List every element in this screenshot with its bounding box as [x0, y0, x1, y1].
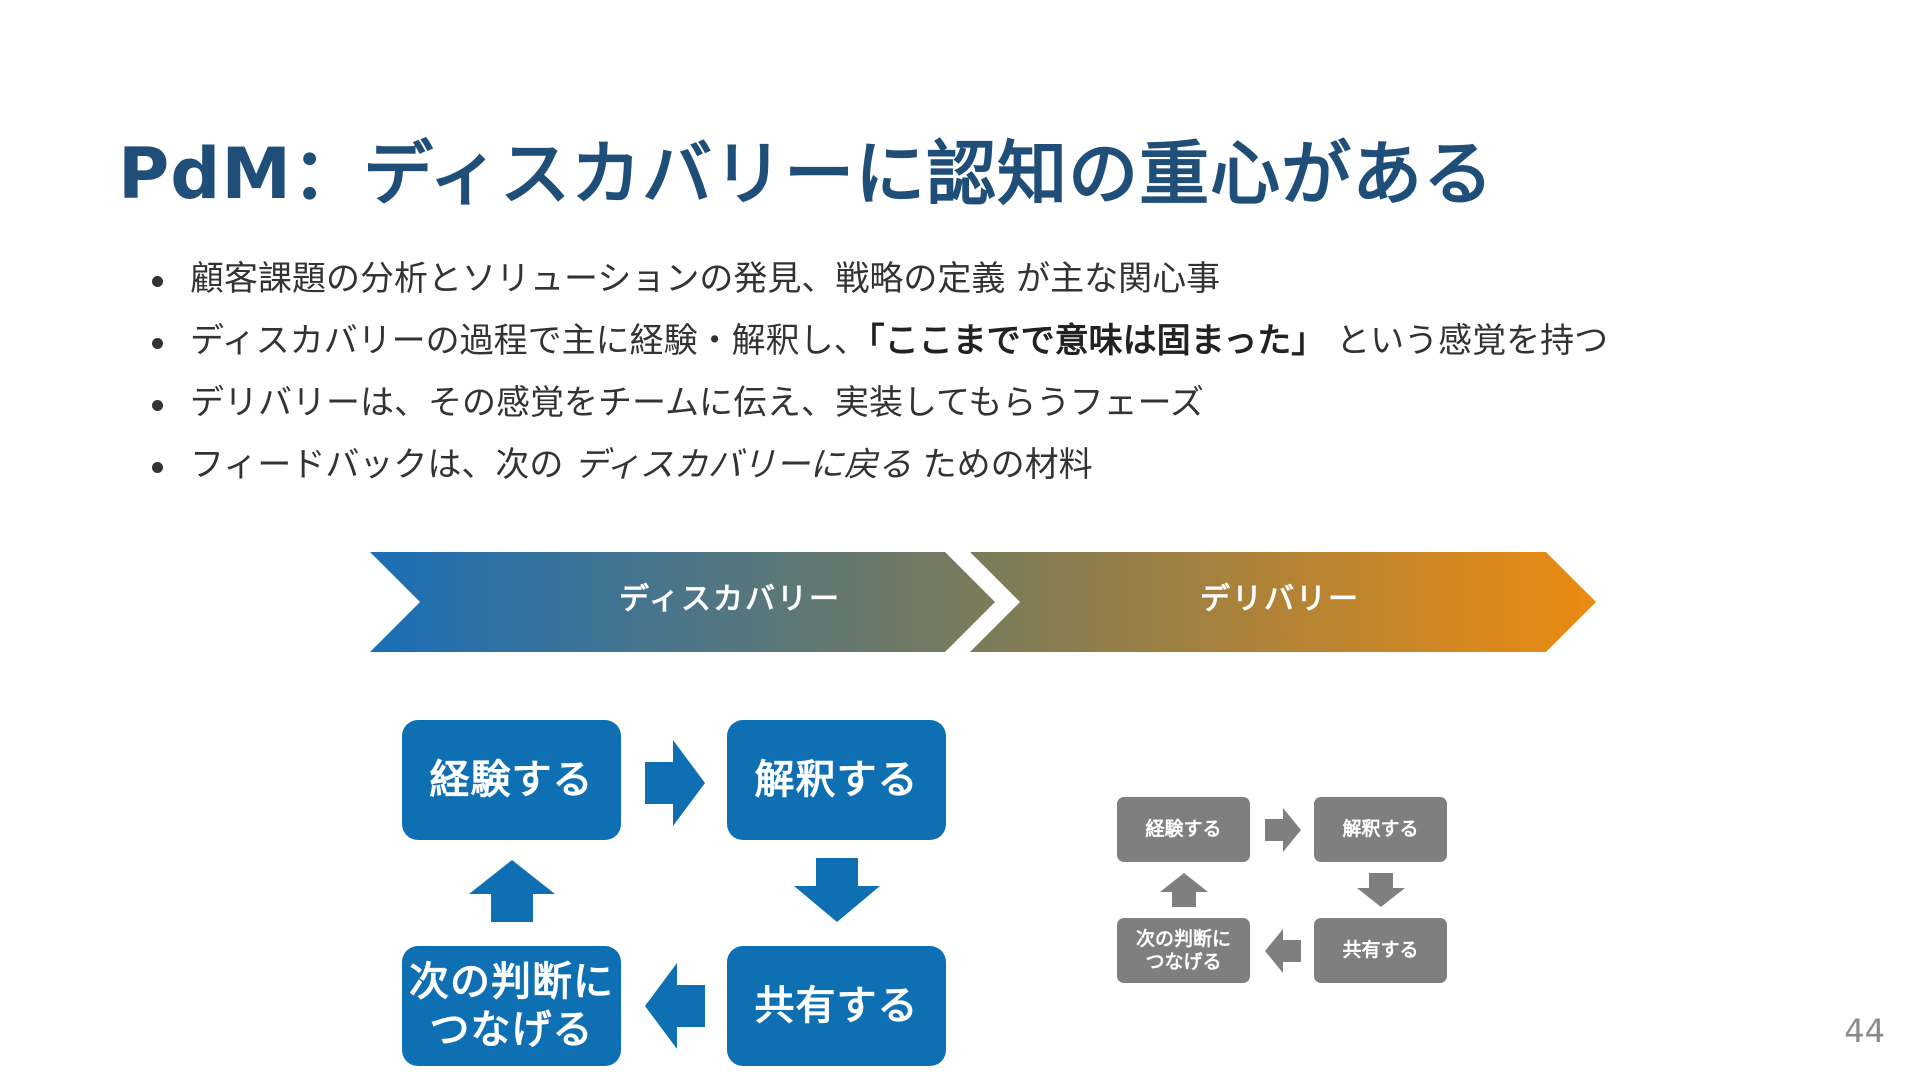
- small-arrow-up-icon: [1160, 873, 1208, 907]
- page-number: 44: [1844, 1012, 1885, 1050]
- bullet-list: 顧客課題の分析とソリューションの発見、戦略の定義 が主な関心事 ディスカバリーの…: [152, 252, 1608, 500]
- discovery-chevron: [370, 552, 995, 652]
- small-arrow-right-icon: [1265, 808, 1301, 852]
- bullet-text: ディスカバリーの過程で主に経験・解釈し、: [190, 321, 868, 361]
- cycle-step-share: 共有する: [727, 946, 946, 1066]
- small-arrow-down-icon: [1357, 873, 1405, 907]
- small-arrow-left-icon: [1265, 929, 1301, 973]
- bullet-text: デリバリーは、その感覚をチームに伝え、実装してもらうフェーズ: [190, 383, 1204, 423]
- bullet-emphasis: 「ここまでで意味は固まった」: [867, 321, 1326, 361]
- bullet-item: 顧客課題の分析とソリューションの発見、戦略の定義 が主な関心事: [152, 252, 1608, 314]
- bullet-item: フィードバックは、次の ディスカバリーに戻る ための材料: [152, 438, 1608, 500]
- bullet-italic: ディスカバリーに戻る: [574, 445, 912, 485]
- small-cycle-step-interpret: 解釈する: [1314, 797, 1447, 862]
- phase-chevron-banner: [370, 552, 1596, 652]
- arrow-right-icon: [645, 740, 705, 826]
- slide-title: PdM：ディスカバリーに認知の重心がある: [118, 133, 1495, 215]
- cycle-step-next-decision: 次の判断に つなげる: [402, 946, 621, 1066]
- delivery-chevron: [970, 552, 1596, 652]
- arrow-down-icon: [794, 858, 880, 922]
- small-cycle-step-experience: 経験する: [1117, 797, 1250, 862]
- bullet-item: ディスカバリーの過程で主に経験・解釈し、「ここまでで意味は固まった」 という感覚…: [152, 314, 1608, 376]
- bullet-text: ための材料: [911, 445, 1093, 485]
- discovery-phase-label: ディスカバリー: [619, 582, 841, 617]
- arrow-left-icon: [645, 963, 705, 1049]
- bullet-item: デリバリーは、その感覚をチームに伝え、実装してもらうフェーズ: [152, 376, 1608, 438]
- cycle-step-interpret: 解釈する: [727, 720, 946, 840]
- bullet-text: 顧客課題の分析とソリューションの発見、戦略の定義 が主な関心事: [190, 259, 1221, 299]
- bullet-text: という感覚を持つ: [1325, 321, 1609, 361]
- bullet-text: フィードバックは、次の: [190, 445, 575, 485]
- delivery-phase-label: デリバリー: [1200, 582, 1360, 617]
- arrow-up-icon: [469, 860, 555, 922]
- small-cycle-step-next-decision: 次の判断に つなげる: [1117, 918, 1250, 983]
- small-cycle-step-share: 共有する: [1314, 918, 1447, 983]
- cycle-step-experience: 経験する: [402, 720, 621, 840]
